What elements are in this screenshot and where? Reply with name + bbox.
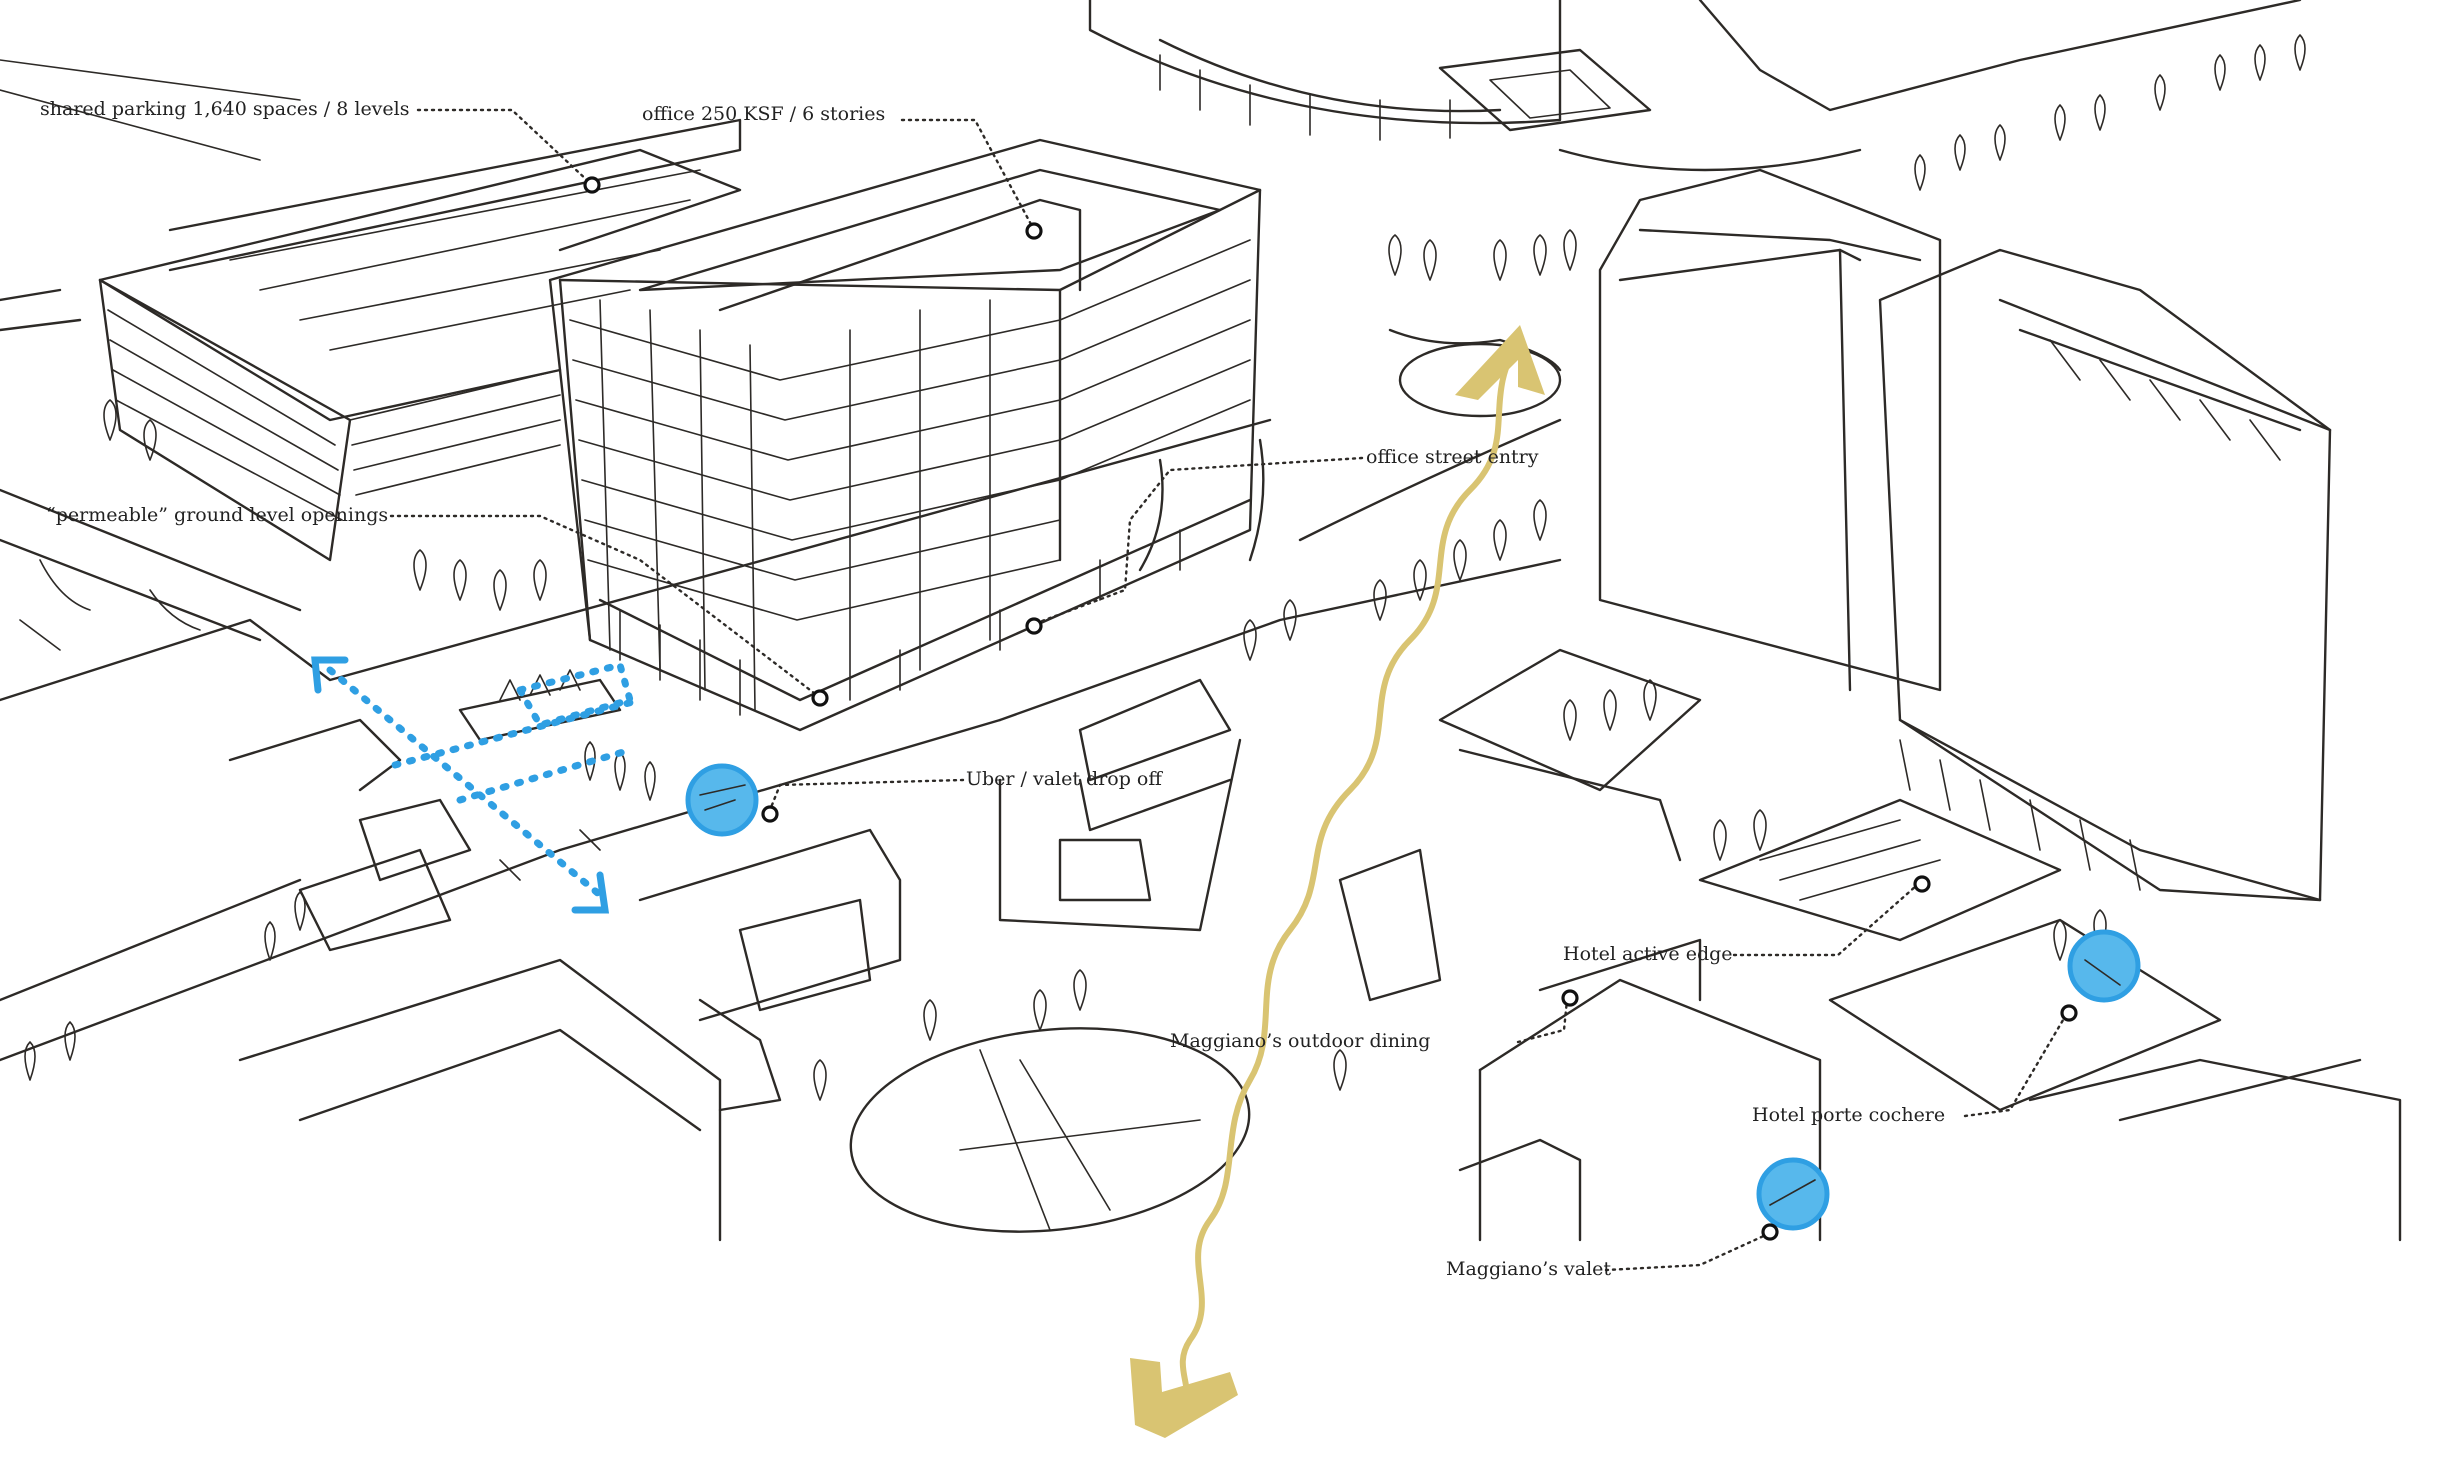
marker-office [1027, 224, 1041, 238]
marker-porte-cochere [2062, 1006, 2076, 1020]
leader-lines [391, 110, 2066, 1270]
marker-outdoor-dining [1563, 991, 1577, 1005]
drop-off-arrows [315, 660, 640, 910]
stadium-sketch [1090, 0, 2300, 170]
marker-maggianos-valet [1763, 1225, 1777, 1239]
callout-maggianos-valet: Maggiano’s valet [1446, 1260, 1611, 1279]
callout-maggianos-outdoor-dining: Maggiano’s outdoor dining [1170, 1032, 1430, 1051]
hotel-tower-sketch [1340, 170, 2400, 1240]
callout-permeable-openings: “permeable” ground level openings [46, 506, 388, 525]
callout-office-street-entry: office street entry [1366, 448, 1539, 467]
drop-off-circle-maggianos [1759, 1160, 1827, 1228]
callout-office: office 250 KSF / 6 stories [642, 105, 885, 124]
callout-hotel-porte-cochere: Hotel porte cochere [1752, 1106, 1945, 1125]
callout-shared-parking: shared parking 1,640 spaces / 8 levels [40, 100, 410, 119]
marker-street-entry [1027, 619, 1041, 633]
parking-garage-sketch [0, 60, 740, 560]
arrow-head-upleft-icon [315, 660, 345, 690]
arrow-head-downright-icon [575, 875, 605, 910]
marker-permeable [813, 691, 827, 705]
marker-uber [763, 807, 777, 821]
drop-off-circle-hotel [2070, 932, 2138, 1000]
marker-hotel-active-edge [1915, 877, 1929, 891]
office-building-sketch [550, 140, 1260, 730]
callout-uber-valet: Uber / valet drop off [966, 770, 1162, 789]
callout-hotel-active-edge: Hotel active edge [1563, 945, 1733, 964]
drop-off-circle-uber [688, 766, 756, 834]
marker-parking [585, 178, 599, 192]
